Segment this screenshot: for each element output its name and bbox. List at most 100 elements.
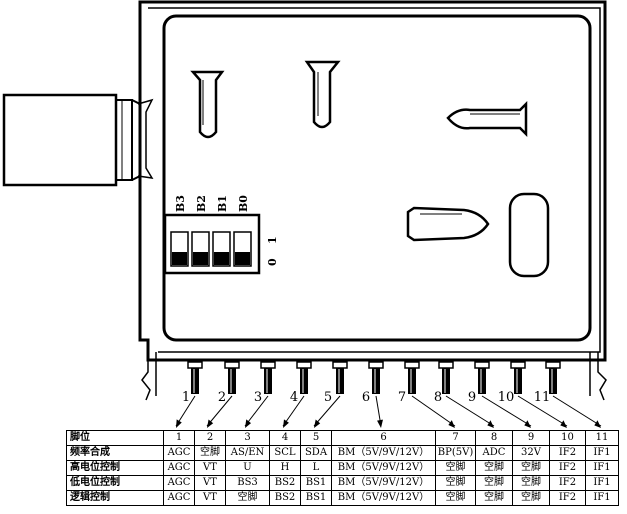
pin-9: 9	[468, 361, 532, 428]
coil-slug-4	[406, 206, 490, 242]
pin-number-7: 7	[398, 390, 406, 405]
table-cell: BS1	[300, 475, 332, 491]
pin-number-6: 6	[362, 390, 370, 405]
table-cell: IF1	[585, 460, 619, 476]
table-cell: 6	[331, 430, 436, 446]
pin-6: 6	[362, 361, 384, 428]
pin-arrowhead-4	[283, 419, 289, 428]
table-cell: IF1	[585, 475, 619, 491]
table-row-label: 高电位控制	[66, 460, 164, 476]
table-cell: U	[225, 460, 270, 476]
table-cell: AS/EN	[225, 445, 270, 461]
table-cell: SCL	[269, 445, 301, 461]
table-cell: 4	[269, 430, 301, 446]
table-cell: 10	[549, 430, 586, 446]
pin-number-1: 1	[182, 390, 190, 405]
dip-label-b1: B1	[216, 195, 229, 212]
pin-number-9: 9	[468, 390, 476, 405]
table-cell: AGC	[163, 460, 195, 476]
pin-10: 10	[498, 361, 568, 428]
pin-arrowhead-5	[314, 419, 321, 428]
pin-arrowhead-3	[245, 419, 252, 428]
coil-slug-1	[190, 70, 225, 139]
pin-arrowhead-2	[207, 419, 214, 428]
dip-level-low: 0	[266, 258, 279, 266]
pin-arrowhead-11	[594, 420, 601, 428]
dip-switch-b2	[191, 231, 210, 267]
pin-arrowhead-7	[448, 420, 455, 428]
table-cell: VT	[194, 460, 226, 476]
pin-number-8: 8	[434, 390, 442, 405]
tuner-body	[138, 0, 607, 362]
table-row-label: 频率合成	[66, 445, 164, 461]
pin-5: 5	[313, 361, 348, 428]
mounting-tab-right	[589, 352, 607, 401]
table-row-label: 逻辑控制	[66, 490, 164, 506]
table-cell: 5	[300, 430, 332, 446]
oval-window	[508, 192, 550, 278]
table-cell: IF2	[549, 490, 586, 506]
table-cell: IF1	[585, 490, 619, 506]
pin-2: 2	[206, 361, 240, 428]
table-cell: 空脚	[435, 460, 476, 476]
table-cell: 7	[435, 430, 476, 446]
table-cell: BS2	[269, 475, 301, 491]
pin-arrow-3	[244, 395, 269, 427]
table-cell: 空脚	[225, 490, 270, 506]
pin-4: 4	[282, 361, 312, 428]
table-cell: 空脚	[194, 445, 226, 461]
table-cell: VT	[194, 490, 226, 506]
table-cell: 空脚	[475, 460, 513, 476]
table-cell: IF2	[549, 445, 586, 461]
dip-switch-b0	[233, 231, 252, 267]
pin-arrow-10	[517, 395, 568, 427]
dip-switch-b1	[212, 231, 231, 267]
table-cell: BS1	[300, 490, 332, 506]
pin-11: 11	[534, 361, 602, 428]
mounting-tab-left	[141, 352, 157, 401]
pin-number-4: 4	[290, 390, 298, 405]
pin-arrowhead-8	[487, 420, 494, 428]
dip-switch: B3 B2 B1 B0 1 0	[163, 195, 279, 275]
dip-label-b2: B2	[195, 195, 208, 212]
table-cell: ADC	[475, 445, 513, 461]
pin-arrow-7	[411, 395, 456, 427]
pin-arrowhead-6	[377, 419, 383, 428]
table-cell: 空脚	[475, 490, 513, 506]
table-cell: BM（5V/9V/12V）	[331, 460, 436, 476]
table-cell: 空脚	[435, 490, 476, 506]
table-cell: BM（5V/9V/12V）	[331, 490, 436, 506]
pin-7: 7	[398, 361, 456, 428]
pin-number-10: 10	[498, 390, 515, 405]
table-cell: IF1	[585, 445, 619, 461]
pin-arrow-11	[552, 395, 602, 427]
table-cell: BS2	[269, 490, 301, 506]
pin-number-3: 3	[254, 390, 262, 405]
table-cell: L	[300, 460, 332, 476]
table-cell: H	[269, 460, 301, 476]
pin-arrowhead-10	[560, 420, 567, 428]
table-cell: 9	[512, 430, 550, 446]
pin-1: 1	[175, 361, 203, 428]
pin-arrowhead-1	[176, 419, 182, 428]
pin-arrow-5	[313, 395, 341, 427]
table-cell: SDA	[300, 445, 332, 461]
table-cell: 空脚	[512, 475, 550, 491]
table-cell: BP(5V)	[435, 445, 476, 461]
table-cell: 空脚	[435, 475, 476, 491]
pin-arrowhead-9	[524, 420, 531, 428]
table-cell: 2	[194, 430, 226, 446]
pin-3: 3	[244, 361, 276, 428]
table-cell: 11	[585, 430, 619, 446]
coil-slug-3	[446, 100, 528, 138]
table-cell: BS3	[225, 475, 270, 491]
table-cell: IF2	[549, 475, 586, 491]
coil-slug-2	[304, 60, 341, 129]
table-row-label: 脚位	[66, 430, 164, 446]
dip-label-b0: B0	[237, 195, 250, 212]
table-cell: VT	[194, 475, 226, 491]
